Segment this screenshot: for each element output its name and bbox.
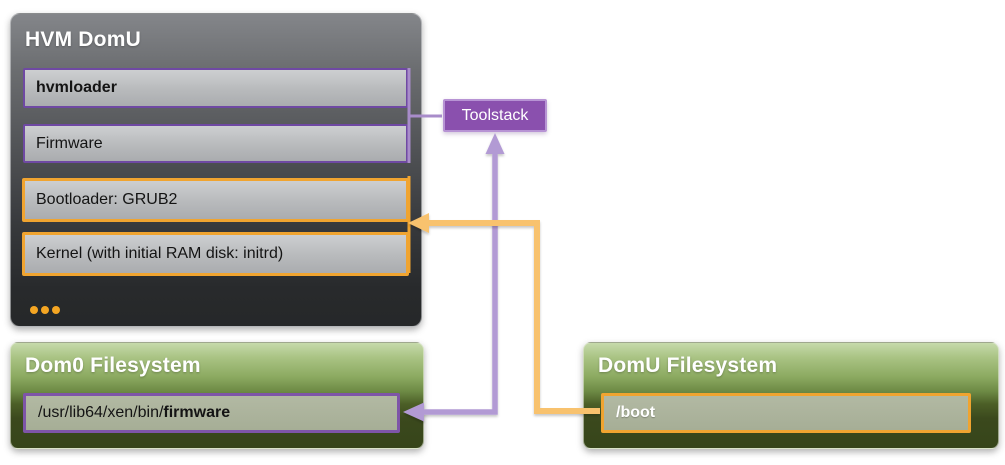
hvm-domu-title: HVM DomU (25, 28, 141, 51)
bootloader-box: Bootloader: GRUB2 (22, 178, 409, 222)
toolstack-label: Toolstack (461, 106, 529, 124)
hvmloader-label: hvmloader (36, 79, 117, 96)
toolstack-box: Toolstack (443, 99, 547, 132)
firmware-label: Firmware (36, 134, 103, 152)
bootloader-label: Bootloader: GRUB2 (36, 191, 178, 208)
hvm-domu-panel: HVM DomU hvmloader Firmware Bootloader: … (10, 13, 422, 327)
boot-path-label: /boot (616, 404, 656, 421)
firmware-box: Firmware (23, 124, 408, 163)
firmware-path-box: /usr/lib64/xen/bin/firmware (23, 393, 400, 433)
boot-path-box: /boot (601, 393, 971, 433)
arrowhead-up-icon (485, 133, 505, 154)
hvmloader-box: hvmloader (23, 68, 408, 108)
dom0-filesystem-title: Dom0 Filesystem (25, 354, 201, 377)
domu-filesystem-panel: DomU Filesystem /boot (583, 342, 999, 449)
kernel-label: Kernel (with initial RAM disk: initrd) (36, 245, 284, 262)
firmware-path-emphasis: firmware (163, 404, 231, 421)
dom0-filesystem-panel: Dom0 Filesystem /usr/lib64/xen/bin/firmw… (10, 342, 424, 449)
domu-filesystem-title: DomU Filesystem (598, 354, 778, 377)
kernel-box: Kernel (with initial RAM disk: initrd) (22, 232, 409, 276)
firmware-path-prefix: /usr/lib64/xen/bin/ (38, 404, 164, 421)
boot-kernel-arrow-orange (408, 213, 600, 414)
ellipsis-icon (30, 306, 60, 314)
